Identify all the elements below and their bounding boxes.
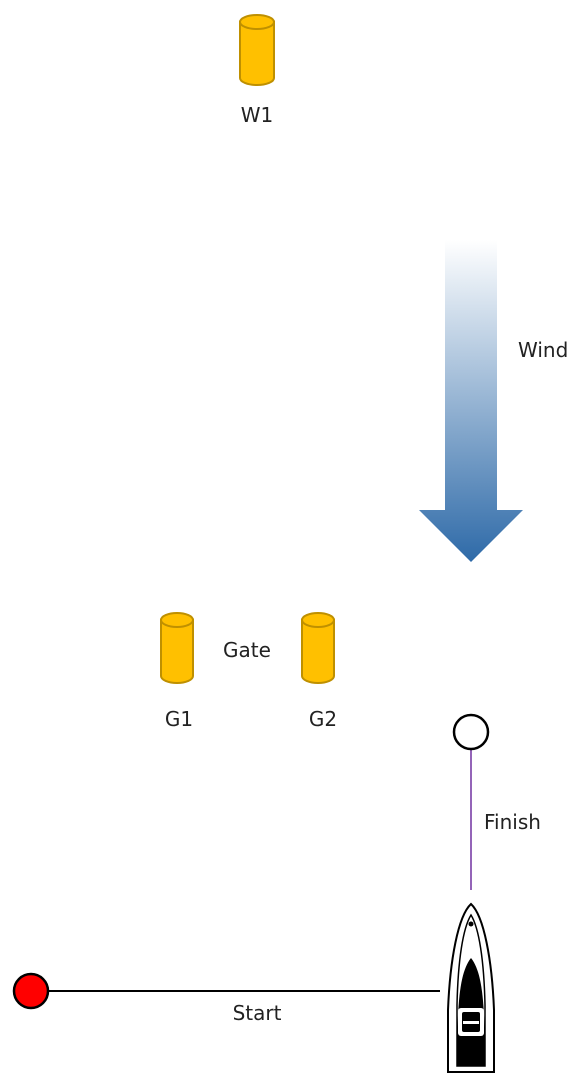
g1-label: G1 [165, 707, 193, 731]
wind-arrow-icon [419, 240, 523, 562]
g2-label: G2 [309, 707, 337, 731]
start-mark-icon [12, 972, 50, 1010]
finish-label: Finish [484, 810, 541, 834]
g1-buoy-icon [160, 612, 194, 684]
committee-boat-icon [447, 902, 495, 1073]
w1-label: W1 [241, 103, 274, 127]
g2-buoy-icon [301, 612, 335, 684]
wind-label: Wind [518, 338, 568, 362]
start-label: Start [233, 1001, 282, 1025]
finish-mark-icon [452, 713, 490, 751]
gate-label: Gate [223, 638, 271, 662]
w1-buoy-icon [239, 14, 275, 86]
